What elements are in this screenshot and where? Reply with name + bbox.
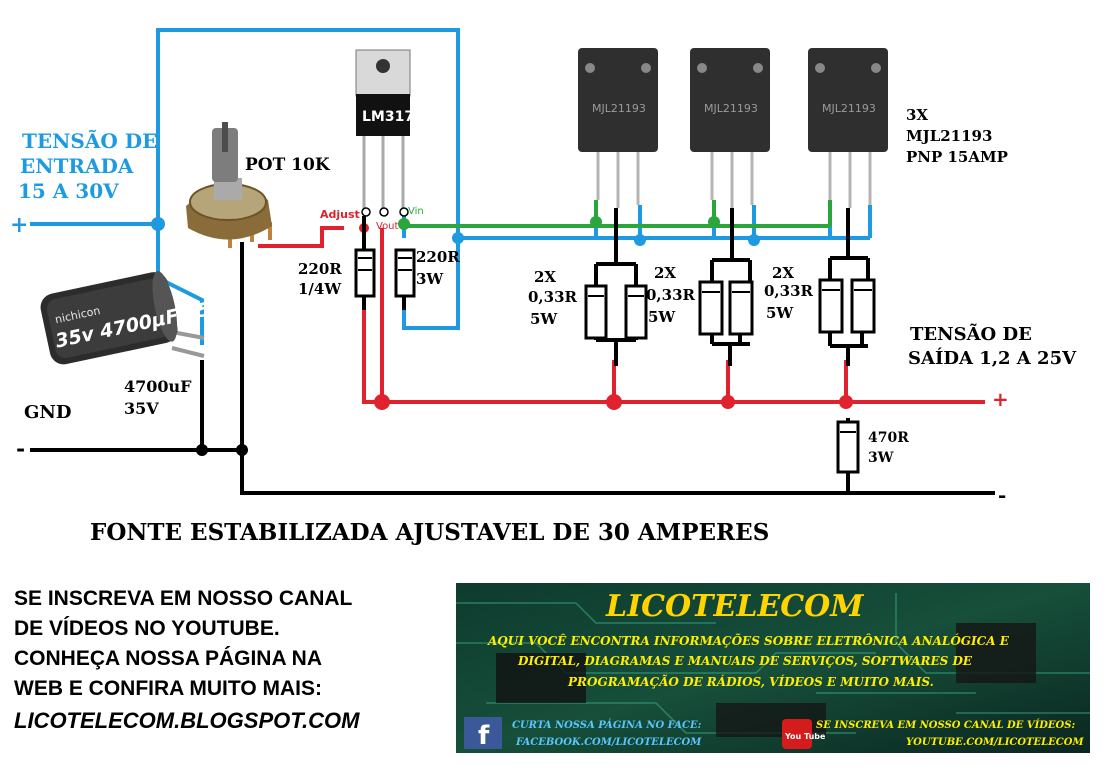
input-plus: + [10,212,28,238]
junction-dot [590,216,602,228]
svg-text:DIGITAL, DIAGRAMAS E MANUAIS D: DIGITAL, DIAGRAMAS E MANUAIS DE SERVIÇOS… [517,654,973,668]
junction-dot [839,395,853,409]
r2-label: 220R 3W [416,248,460,288]
svg-text:2X: 2X [534,268,556,286]
banner-title: LICOTELECOM [605,589,864,624]
capacitor: nichicon 35v 4700µF 35 [40,271,213,365]
svg-text:35V: 35V [124,399,159,418]
emitter-label-1: 2X 0,33R 5W [528,268,578,328]
transistor-q1: MJL21193 [578,48,658,208]
facebook-icon[interactable]: f [464,717,502,751]
svg-text:TENSÃO DE: TENSÃO DE [910,322,1032,345]
r1-label: 220R 1/4W [298,260,342,298]
output-label: TENSÃO DE SAÍDA 1,2 A 25V [908,322,1077,369]
banner-text: AQUI VOCÊ ENCONTRA INFORMAÇÕES SOBRE ELE… [487,632,1010,689]
junction-dot [606,394,622,410]
svg-text:5W: 5W [530,310,558,328]
pot-label: POT 10K [245,155,331,175]
licotelecom-banner: LICOTELECOM AQUI VOCÊ ENCONTRA INFORMAÇÕ… [456,583,1090,753]
diagram-caption: FONTE ESTABILIZADA AJUSTAVEL DE 30 AMPER… [90,519,769,546]
svg-text:5W: 5W [766,304,794,322]
potentiometer [186,122,272,248]
svg-text:0,33R: 0,33R [764,282,814,300]
promo-line: SE INSCREVA EM NOSSO CANAL [14,587,353,610]
svg-text:2X: 2X [654,264,676,282]
emitter-label-2: 2X 0,33R 5W [646,264,696,326]
emitter-resistors-2 [698,258,754,366]
promo-line: CONHEÇA NOSSA PÁGINA NA [14,647,323,670]
gnd-minus: - [16,436,25,462]
svg-text:4700uF: 4700uF [124,377,192,396]
svg-text:0,33R: 0,33R [528,288,578,306]
svg-text:AQUI VOCÊ ENCONTRA INFORMAÇÕES: AQUI VOCÊ ENCONTRA INFORMAÇÕES SOBRE ELE… [487,632,1010,648]
svg-text:YOUTUBE.COM/LICOTELECOM: YOUTUBE.COM/LICOTELECOM [906,737,1084,748]
junction-dot [708,216,720,228]
junction-dot [721,395,735,409]
svg-text:3W: 3W [868,450,894,466]
lm317-regulator: LM317 [355,49,414,217]
svg-text:MJL21193: MJL21193 [822,102,876,115]
youtube-icon[interactable]: You Tube [782,719,826,749]
junction-dot [634,234,646,246]
svg-text:ENTRADA: ENTRADA [20,154,134,178]
transistor-q2: MJL21193 [690,48,770,208]
svg-text:1/4W: 1/4W [298,280,342,298]
facebook-link: CURTA NOSSA PÁGINA NO FACE: FACEBOOK.COM… [512,719,702,748]
svg-text:MJL21193: MJL21193 [906,127,992,145]
svg-text:FACEBOOK.COM/LICOTELECOM: FACEBOOK.COM/LICOTELECOM [515,737,702,748]
pin-vout-label: Vout [376,221,399,232]
svg-text:470R: 470R [868,430,909,446]
junction-dot [398,218,410,230]
blog-url[interactable]: LICOTELECOM.BLOGSPOT.COM [14,708,360,733]
svg-text:SE INSCREVA EM NOSSO CANAL DE: SE INSCREVA EM NOSSO CANAL DE VÍDEOS: [816,719,1075,731]
svg-text:3X: 3X [906,106,928,124]
ground-wires [30,208,995,495]
svg-text:5W: 5W [648,308,676,326]
junction-dot [748,234,760,246]
pin-vin-label: Vin [408,206,424,217]
svg-text:220R: 220R [416,248,460,266]
output-minus: - [998,483,1006,507]
svg-text:TENSÃO DE: TENSÃO DE [22,129,157,153]
transistor-q3: MJL21193 [808,48,888,208]
input-label: TENSÃO DE ENTRADA 15 A 30V + [10,129,157,238]
svg-text:MJL21193: MJL21193 [704,102,758,115]
svg-text:PNP 15AMP: PNP 15AMP [906,148,1008,166]
promo-line: WEB E CONFIRA MUITO MAIS: [14,677,322,700]
svg-text:15 A 30V: 15 A 30V [18,179,119,203]
svg-text:220R: 220R [298,260,342,278]
load-resistor [836,420,860,474]
svg-text:CURTA NOSSA PÁGINA NO FACE:: CURTA NOSSA PÁGINA NO FACE: [512,719,702,731]
banner-art: LICOTELECOM AQUI VOCÊ ENCONTRA INFORMAÇÕ… [456,583,1090,753]
svg-text:3W: 3W [416,270,444,288]
svg-text:MJL21193: MJL21193 [592,102,646,115]
svg-text:2X: 2X [772,264,794,282]
svg-text:f: f [478,721,490,751]
load-resistor-label: 470R 3W [868,430,909,466]
promo-text: SE INSCREVA EM NOSSO CANAL DE VÍDEOS NO … [14,584,454,736]
junction-dot [452,232,464,244]
svg-text:0,33R: 0,33R [646,286,696,304]
lm317-label: LM317 [362,109,414,125]
svg-text:SAÍDA 1,2 A 25V: SAÍDA 1,2 A 25V [908,346,1077,369]
youtube-link: SE INSCREVA EM NOSSO CANAL DE VÍDEOS: YO… [816,719,1084,748]
junction-dot [236,444,248,456]
pin-adjust-label: Adjust [320,208,360,221]
junction-dot [151,217,165,231]
svg-text:You Tube: You Tube [784,732,826,741]
transistor-note: 3X MJL21193 PNP 15AMP [906,106,1008,166]
resistor-r1 [354,248,376,298]
emitter-resistors-3 [818,256,876,366]
junction-dot [196,444,208,456]
junction-dot [374,394,390,410]
gnd-label: GND [24,402,71,423]
svg-text:PROGRAMAÇÃO DE RÁDIOS, VÍDEOS: PROGRAMAÇÃO DE RÁDIOS, VÍDEOS E MUITO MA… [567,674,934,689]
output-plus: + [992,387,1009,411]
emitter-resistors-1 [584,262,648,366]
capacitor-value: 4700uF 35V [124,377,192,418]
promo-line: DE VÍDEOS NO YOUTUBE. [14,617,280,640]
resistor-r2 [394,248,416,298]
emitter-label-3: 2X 0,33R 5W [764,264,814,322]
